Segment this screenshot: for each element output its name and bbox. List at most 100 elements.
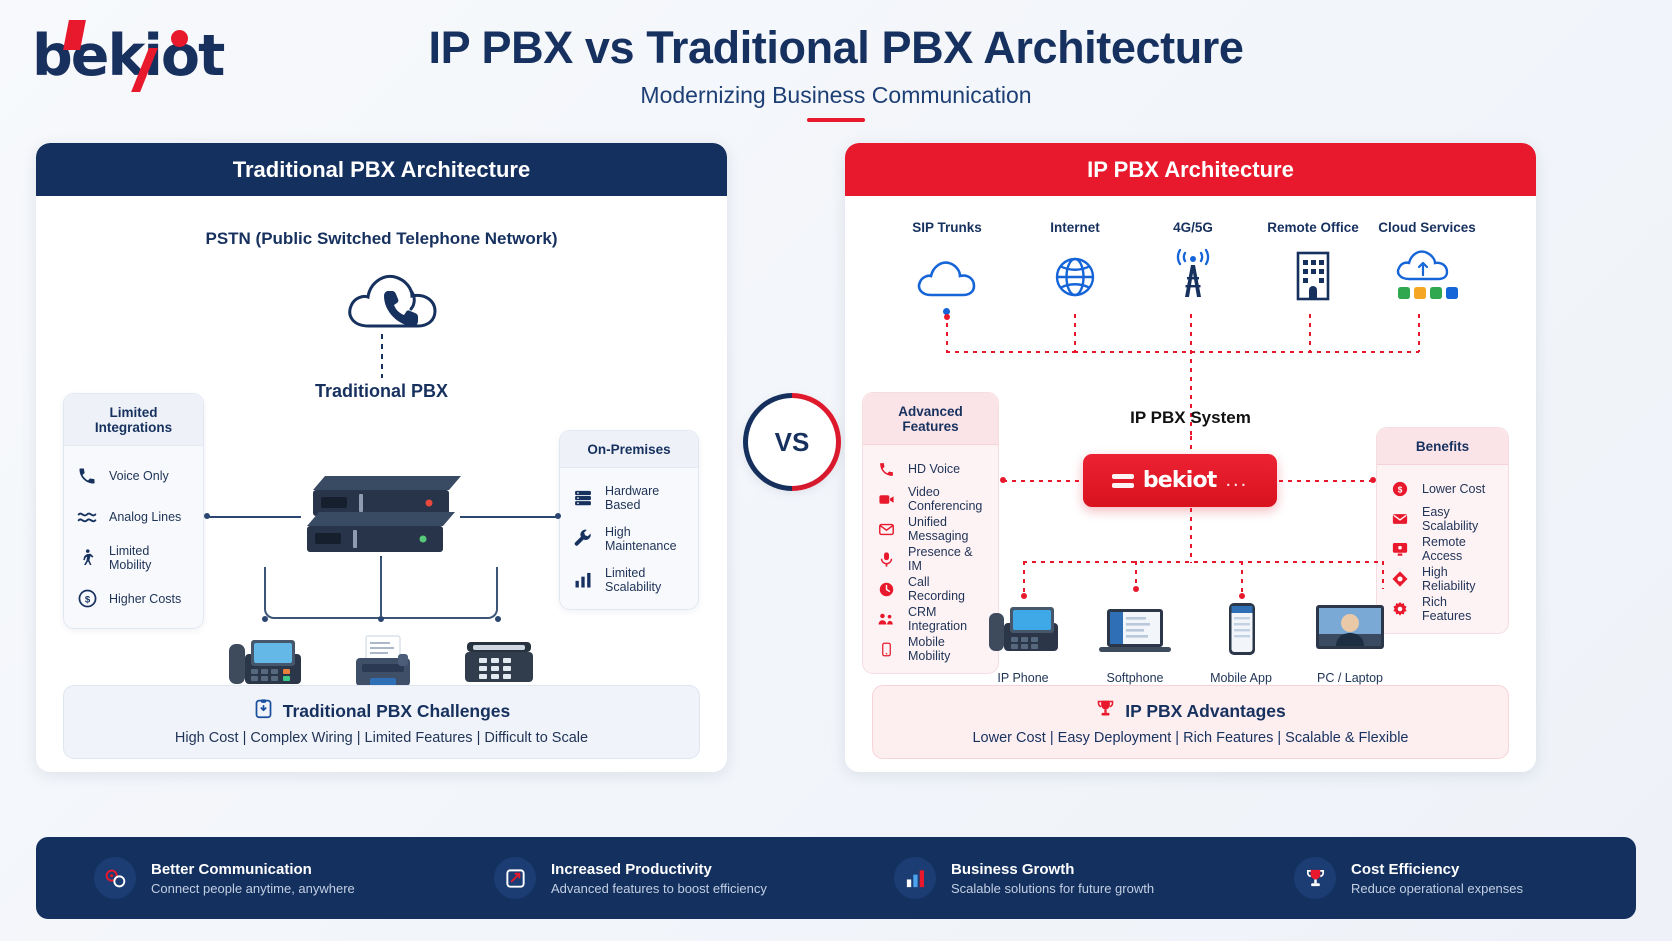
link-dot (1239, 593, 1245, 599)
benefits-card: Benefits $ Lower Cost Easy Scalability R… (1376, 427, 1509, 634)
bottom-item-cost-efficiency: Cost Efficiency Reduce operational expen… (1236, 857, 1636, 899)
link-cloud-services (1418, 314, 1420, 352)
trophy-icon (1294, 857, 1336, 899)
list-item: HD Voice (875, 454, 988, 484)
clock-icon (875, 578, 897, 600)
ip-pbx-panel: IP PBX Architecture SIP Trunks Internet … (845, 143, 1536, 772)
monitor-icon (1389, 538, 1411, 560)
list-item: Unified Messaging (875, 514, 988, 544)
cell-tower-icon (1133, 243, 1253, 301)
on-premises-list: Hardware Based High Maintenance Limited … (560, 468, 698, 609)
source-cloud-services: Cloud Services (1367, 220, 1487, 301)
source-label: SIP Trunks (912, 220, 982, 235)
list-item: Mobile Mobility (875, 634, 988, 664)
traditional-pbx-label: Traditional PBX (314, 381, 449, 401)
presence-icon (875, 548, 897, 570)
advanced-features-title: Advanced Features (863, 393, 998, 445)
brand-logo: bekiot (32, 18, 272, 94)
list-item-label: Lower Cost (1422, 482, 1486, 496)
growth-chart-icon (894, 857, 936, 899)
link-down (1190, 508, 1192, 563)
connector-left (206, 516, 301, 518)
globe-icon (1015, 243, 1135, 301)
page-title: IP PBX vs Traditional PBX Architecture (428, 22, 1244, 73)
traditional-pbx-panel: Traditional PBX Architecture PSTN (Publi… (36, 143, 727, 772)
connector-dot (378, 616, 384, 622)
list-item: High Reliability (1389, 564, 1498, 594)
list-item-label: Remote Access (1422, 535, 1466, 563)
elbow-desk-phone (264, 567, 381, 619)
bottom-item-better-communication: Better Communication Connect people anyt… (36, 857, 436, 899)
connector-dot (262, 616, 268, 622)
source-dot (943, 308, 950, 315)
logo-wordmark: bekiot (32, 23, 225, 89)
connector-fax (380, 558, 382, 616)
source-dot (944, 314, 950, 320)
bottom-item-text: Business Growth Scalable solutions for f… (951, 861, 1154, 896)
source-label: Cloud Services (1378, 220, 1476, 235)
gear-icon (1389, 598, 1411, 620)
link-mobile-app (1241, 561, 1243, 596)
dollar-circle-icon: $ (1389, 478, 1411, 500)
traditional-challenges-footer: Traditional PBX Challenges High Cost | C… (63, 685, 700, 759)
device-label: PC / Laptop (1316, 671, 1383, 685)
link-dot (1021, 593, 1027, 599)
source-label: 4G/5G (1173, 220, 1213, 235)
cloud-upload-icon (1367, 243, 1487, 301)
link-to-pbx (1190, 436, 1192, 454)
limited-integrations-title: Limited Integrations (64, 394, 203, 446)
device-label: Mobile App (1210, 671, 1272, 685)
device-label: IP Phone (997, 671, 1049, 685)
crm-people-icon (875, 608, 897, 630)
wrench-icon (572, 528, 594, 550)
communication-icon (94, 857, 136, 899)
cloud-icon (887, 243, 1007, 301)
envelope-icon (875, 518, 897, 540)
device-mobile-app: Mobile App (1186, 601, 1296, 685)
dollar-circle-icon: $ (76, 588, 98, 610)
device-pc-laptop: PC / Laptop (1295, 601, 1405, 685)
ip-panel-body: SIP Trunks Internet 4G/5G Remote Office (845, 196, 1536, 772)
list-item-label: Presence & IM (908, 545, 973, 573)
advanced-features-list: HD Voice Video Conferencing Unified Mess… (863, 445, 998, 673)
link-devices-bus (1023, 561, 1383, 563)
cloud-phone-icon (341, 260, 451, 343)
traditional-panel-body: PSTN (Public Switched Telephone Network)… (36, 196, 727, 772)
title-block: IP PBX vs Traditional PBX Architecture M… (0, 22, 1672, 122)
svg-text:$: $ (1398, 485, 1403, 494)
ip-phone-icon (989, 607, 1058, 651)
list-item: Video Conferencing (875, 484, 988, 514)
on-premises-title: On-Premises (560, 431, 698, 468)
list-item: Remote Access (1389, 534, 1498, 564)
list-item-label: High Maintenance (605, 524, 677, 553)
bottom-item-title: Cost Efficiency (1351, 860, 1460, 878)
walking-person-icon (76, 547, 98, 569)
bottom-item-text: Better Communication Connect people anyt… (151, 861, 355, 896)
bottom-item-subtitle: Connect people anytime, anywhere (151, 880, 355, 896)
logo-dot-accent (171, 30, 188, 47)
list-item: Presence & IM (875, 544, 988, 574)
laptop-icon (1099, 609, 1171, 652)
source-label: Internet (1050, 220, 1100, 235)
source-4g5g: 4G/5G (1133, 220, 1253, 301)
desk-phone-icon (229, 640, 301, 684)
bottom-item-text: Increased Productivity Advanced features… (551, 861, 767, 896)
ip-pbx-system-box[interactable]: bekiot ... (1083, 454, 1277, 507)
analog-phone-icon (465, 642, 533, 682)
ip-pbx-system-label: IP PBX System (1130, 408, 1251, 427)
list-item: Rich Features (1389, 594, 1498, 624)
link-sources-bus (1074, 351, 1419, 353)
list-item-label: Limited Scalability (605, 565, 662, 594)
pbx-bars-icon (1111, 473, 1134, 488)
link-ip-phone (1023, 561, 1025, 596)
source-sip-trunks: SIP Trunks (887, 220, 1007, 301)
list-item-label: Limited Mobility (109, 543, 152, 572)
list-item-label: Easy Scalability (1422, 505, 1479, 533)
list-item: Voice Only (76, 455, 193, 496)
list-item: $ Lower Cost (1389, 474, 1498, 504)
list-item-label: Call Recording (908, 575, 965, 603)
elbow-analog-phone (381, 567, 498, 619)
rack-server-icon (301, 468, 461, 563)
connector-dot (204, 513, 210, 519)
challenges-title: Traditional PBX Challenges (282, 700, 511, 721)
